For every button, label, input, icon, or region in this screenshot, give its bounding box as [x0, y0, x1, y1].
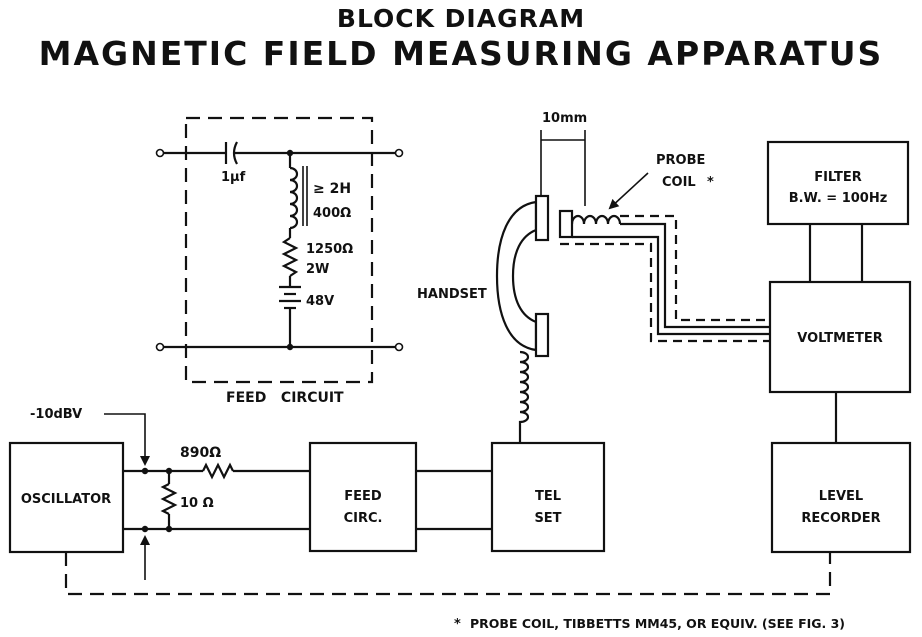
- inductor-resistance-label: 400Ω: [313, 206, 351, 221]
- voltmeter-label: VOLTMETER: [797, 331, 882, 346]
- oscillator-label: OSCILLATOR: [21, 492, 111, 507]
- terminal-top-right: [394, 148, 404, 158]
- series-resistor-label: 890Ω: [180, 445, 221, 461]
- probe-pointer-arrow: [608, 172, 649, 210]
- junction-dot: [286, 343, 294, 351]
- tel-set-label-1: TEL: [535, 489, 561, 504]
- shunt-resistor-label: 10 Ω: [180, 496, 214, 511]
- feed-circ-label-1: FEED: [344, 489, 382, 504]
- probe-label-1: PROBE: [656, 153, 705, 168]
- feed-circ-block: [308, 441, 418, 553]
- handset-earpiece: [534, 194, 550, 242]
- filter-block: [766, 140, 910, 226]
- terminal-top-left: [155, 148, 165, 158]
- handset-label: HANDSET: [417, 287, 487, 302]
- level-recorder-block: [770, 441, 912, 554]
- spacing-label: 10mm: [542, 111, 587, 126]
- probe-coil-icon: [570, 214, 622, 225]
- feed-circuit-dashed-border: [184, 116, 374, 384]
- measurement-arrow-top: [104, 413, 150, 466]
- resistor-890-symbol: [202, 462, 234, 480]
- inductor-symbol: [289, 166, 299, 230]
- oscillator-block: [8, 441, 125, 554]
- tel-set-block: [490, 441, 606, 553]
- footnote-text: PROBE COIL, TIBBETTS MM45, OR EQUIV. (SE…: [470, 616, 845, 631]
- handset-cord: [518, 350, 530, 443]
- resistor-10-symbol: [160, 483, 178, 515]
- handset-icon: [495, 200, 538, 352]
- level-recorder-label-2: RECORDER: [801, 511, 880, 526]
- probe-core: [558, 209, 574, 239]
- level-recorder-label-1: LEVEL: [819, 489, 863, 504]
- resistor-label: 1250Ω: [306, 242, 353, 257]
- terminal-bottom-left: [155, 342, 165, 352]
- diagram-title: MAGNETIC FIELD MEASURING APPARATUS: [38, 34, 884, 73]
- battery-label: 48V: [306, 294, 334, 309]
- filter-label-2: B.W. = 100Hz: [789, 191, 888, 206]
- terminal-bottom-right: [394, 342, 404, 352]
- inductance-label: ≥ 2H: [313, 181, 351, 197]
- resistor-1250-symbol: [281, 237, 299, 277]
- voltmeter-block: [768, 280, 912, 394]
- resistor-power-label: 2W: [306, 262, 329, 277]
- filter-label-1: FILTER: [814, 170, 862, 185]
- feed-circ-label-2: CIRC.: [344, 511, 383, 526]
- level-label: -10dBV: [30, 407, 82, 422]
- feed-circuit-inset: 1μf ≥ 2H 400Ω 1250Ω 2W 48V: [155, 116, 404, 406]
- capacitor-symbol: [224, 141, 238, 165]
- probe-asterisk-icon: *: [707, 175, 714, 190]
- capacitor-label: 1μf: [221, 170, 246, 185]
- sync-dashed-line: [64, 552, 832, 596]
- handset-mouthpiece: [534, 312, 550, 358]
- probe-label-2: COIL: [662, 175, 696, 190]
- tel-set-label-2: SET: [534, 511, 561, 526]
- diagram-subtitle: BLOCK DIAGRAM: [336, 4, 586, 33]
- footnote-asterisk-icon: *: [454, 617, 461, 632]
- feed-circuit-title: FEED CIRCUIT: [226, 390, 344, 406]
- battery-symbol: [279, 285, 301, 310]
